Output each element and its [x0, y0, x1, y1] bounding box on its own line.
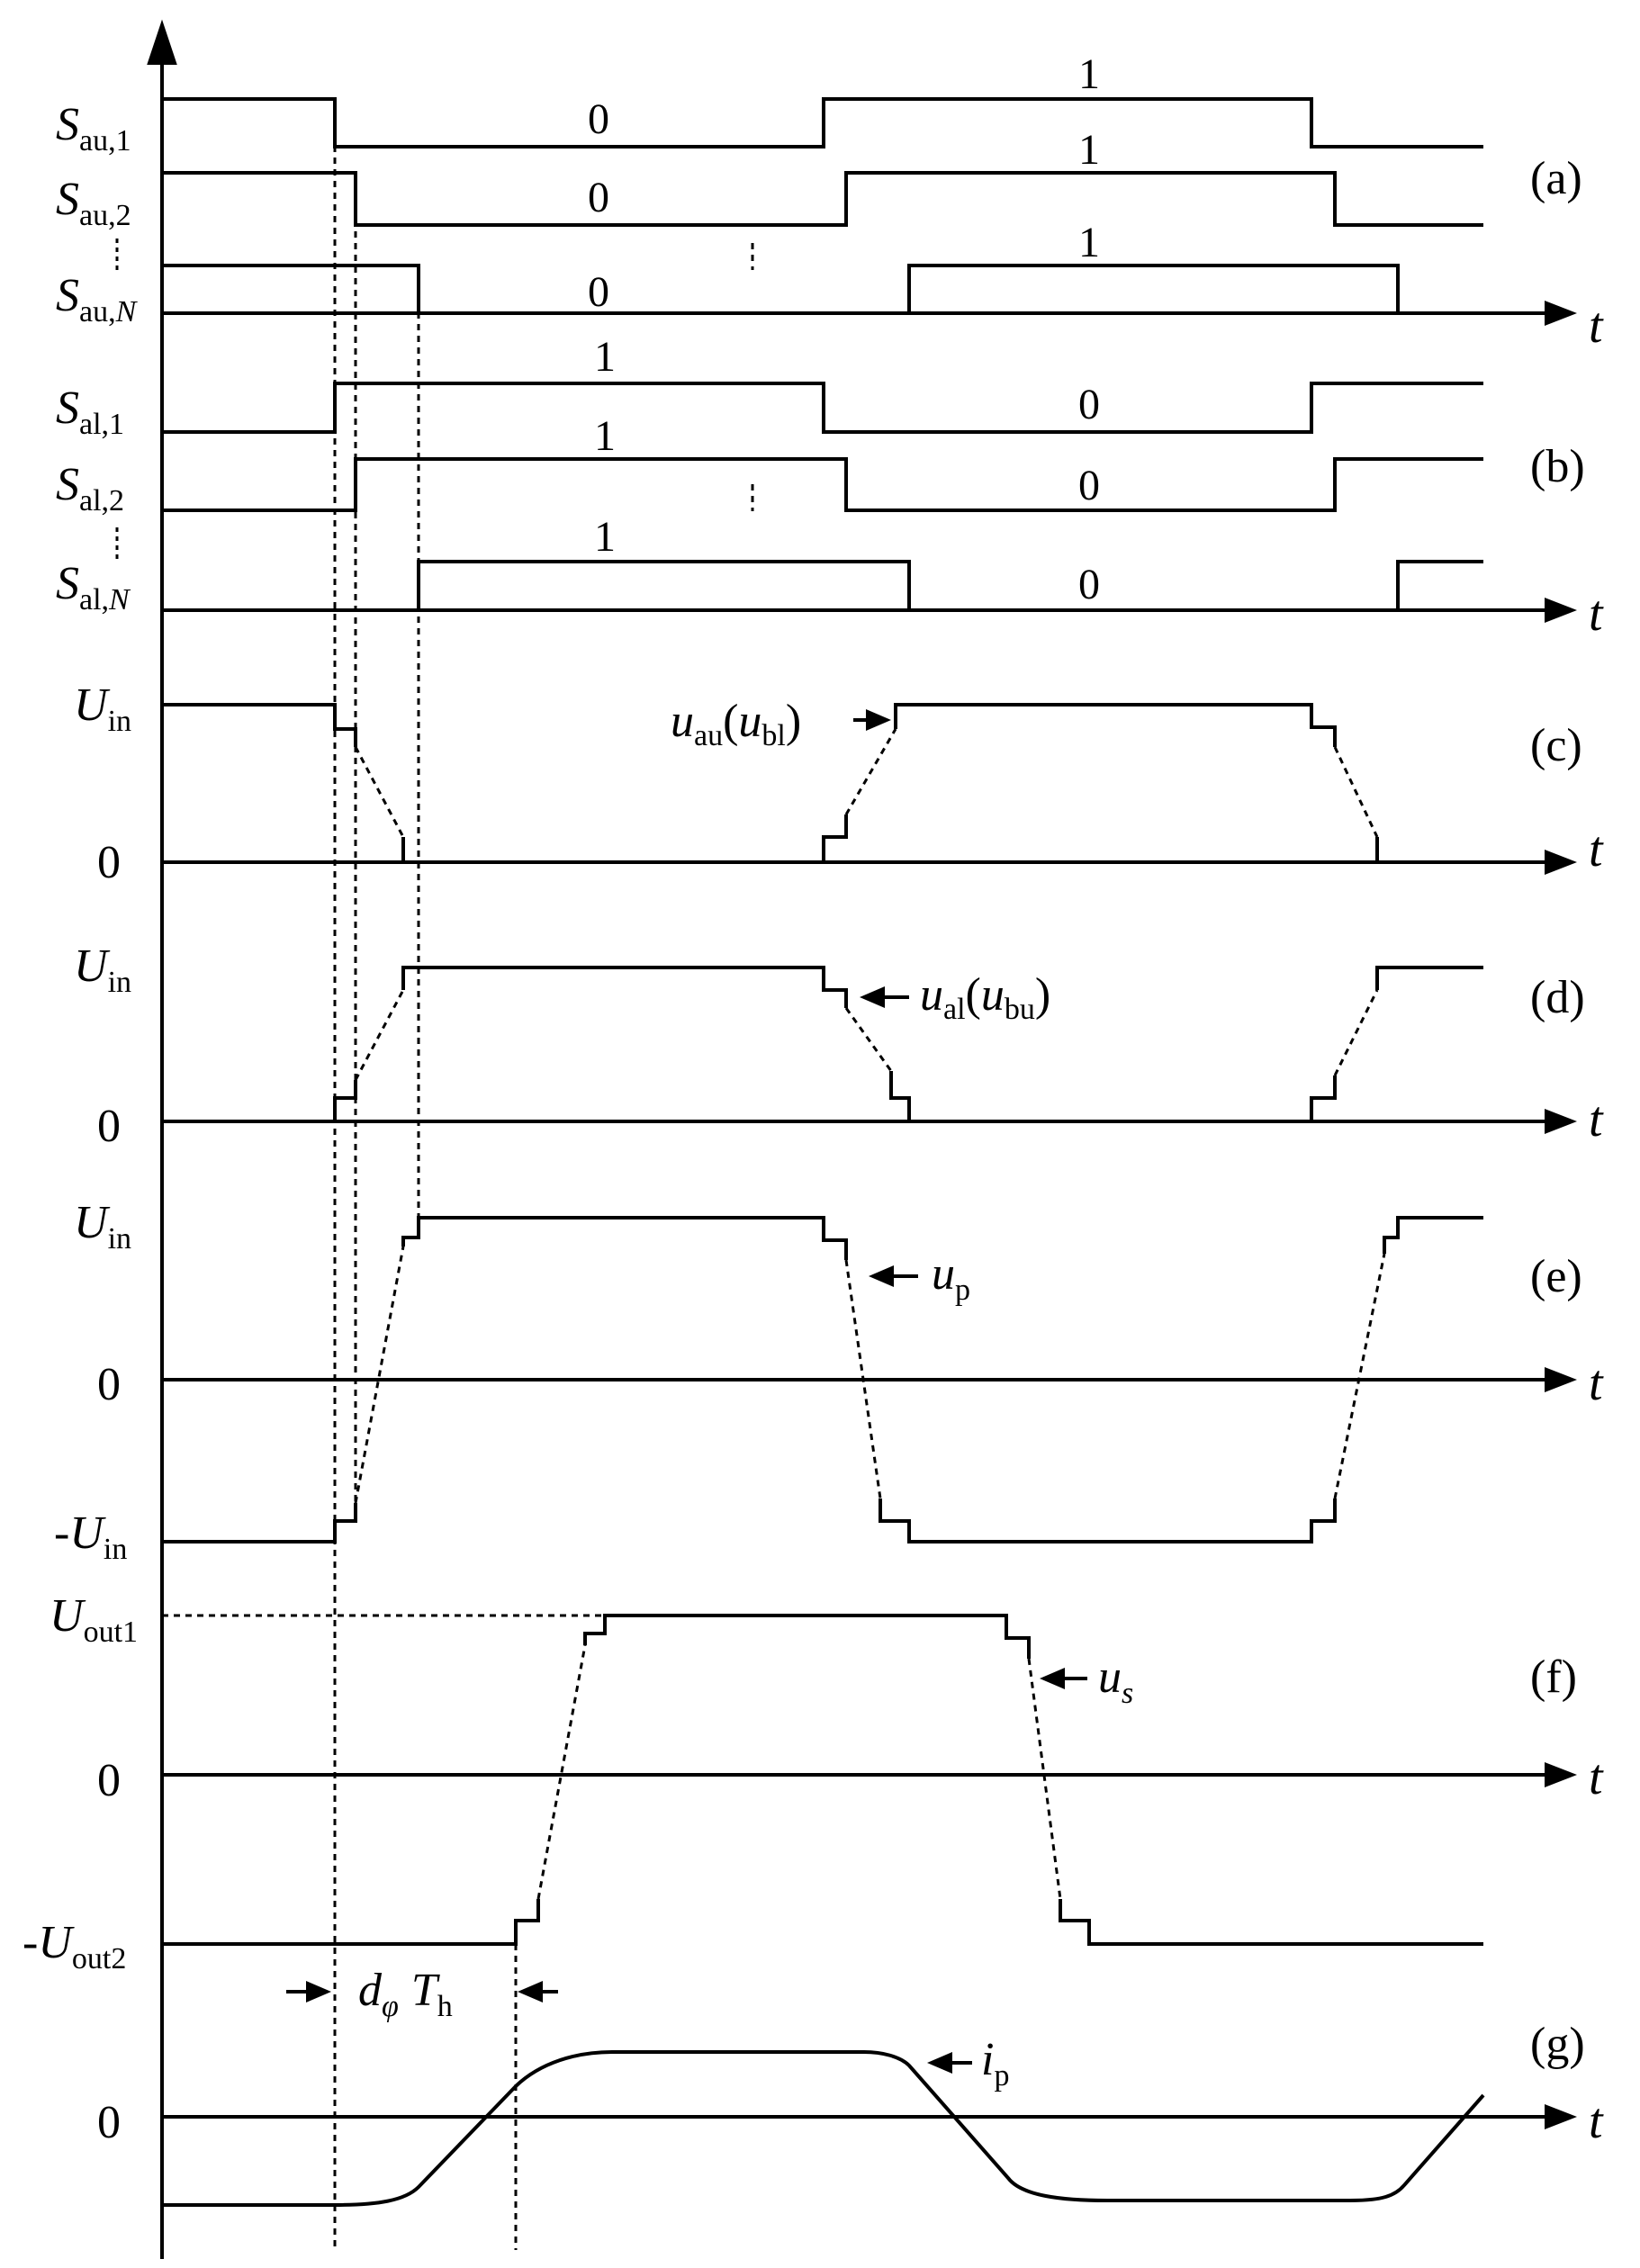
panel-tag-c: (c): [1530, 720, 1582, 771]
panel-tag-b: (b): [1530, 441, 1585, 492]
state-aN-low: 0: [588, 268, 609, 316]
waveform-salN: [162, 560, 1483, 612]
panel-tag-d: (d): [1530, 972, 1585, 1023]
time-axes: [162, 311, 1548, 2119]
waveform-sau1: [162, 97, 1483, 148]
label-sauN: Sau,N: [56, 270, 139, 328]
label-uin-e: Uin: [74, 1197, 131, 1256]
label-sal1: Sal,1: [56, 382, 124, 441]
label-neg-uout2-f: -Uout2: [23, 1917, 126, 1976]
state-b1-high: 1: [594, 333, 616, 381]
state-b1-low: 0: [1078, 381, 1100, 428]
waveform-label-f: us: [1098, 1652, 1133, 1710]
state-b2-low: 0: [1078, 462, 1100, 509]
label-uout1-f: Uout1: [50, 1590, 138, 1649]
axis-label-t-d: t: [1589, 1092, 1604, 1148]
state-a1-high: 1: [1078, 50, 1100, 98]
label-sal2: Sal,2: [56, 459, 124, 518]
panel-tag-a: (a): [1530, 153, 1582, 204]
label-salN: Sal,N: [56, 558, 131, 616]
waveform-sau2: [162, 171, 1483, 227]
waveform-sal1: [162, 382, 1483, 434]
panel-tag-f: (f): [1530, 1652, 1577, 1703]
state-aN-high: 1: [1078, 219, 1100, 266]
label-sau1: Sau,1: [56, 99, 131, 158]
axis-label-t-c: t: [1589, 822, 1604, 878]
waveform-ual: [162, 966, 1483, 1123]
label-zero-f: 0: [97, 1755, 121, 1806]
panel-tag-g: (g): [1530, 2019, 1585, 2070]
label-zero-c: 0: [97, 837, 121, 888]
label-uin-d: Uin: [74, 940, 131, 999]
axis-label-t-a: t: [1589, 298, 1604, 354]
waveform-ip: [162, 2050, 1485, 2207]
axis-label-t-e: t: [1589, 1355, 1604, 1411]
vertical-axis-arrowhead: [147, 19, 177, 65]
state-bN-low: 0: [1078, 561, 1100, 608]
waveform-label-d: ual(ubu): [920, 969, 1050, 1026]
state-bN-high: 1: [594, 513, 616, 561]
axis-label-t-f: t: [1589, 1750, 1604, 1805]
panel-tag-e: (e): [1530, 1251, 1582, 1302]
label-zero-e: 0: [97, 1359, 121, 1410]
axis-label-t-b: t: [1589, 586, 1604, 642]
state-b2-high: 1: [594, 412, 616, 460]
label-neg-uin-e: -Uin: [54, 1508, 127, 1566]
label-sau2: Sau,2: [56, 174, 131, 232]
waveform-sauN: [162, 264, 1400, 315]
slope-dashes: [354, 243, 1386, 1900]
waveform-label-g: ip: [981, 2034, 1009, 2092]
label-zero-g: 0: [97, 2097, 121, 2148]
state-a2-low: 0: [588, 174, 609, 221]
state-a1-low: 0: [588, 95, 609, 143]
waveform-label-c: uau(ubl): [671, 696, 801, 752]
waveform-us: [162, 1614, 1483, 1946]
axis-label-t-g: t: [1589, 2093, 1604, 2149]
state-a2-high: 1: [1078, 126, 1100, 174]
waveform-label-e: up: [932, 1248, 970, 1307]
label-uin-c: Uin: [74, 680, 131, 738]
time-axis-arrowheads: [1545, 301, 1577, 2129]
label-zero-d: 0: [97, 1101, 121, 1152]
waveform-sal2: [162, 457, 1483, 512]
